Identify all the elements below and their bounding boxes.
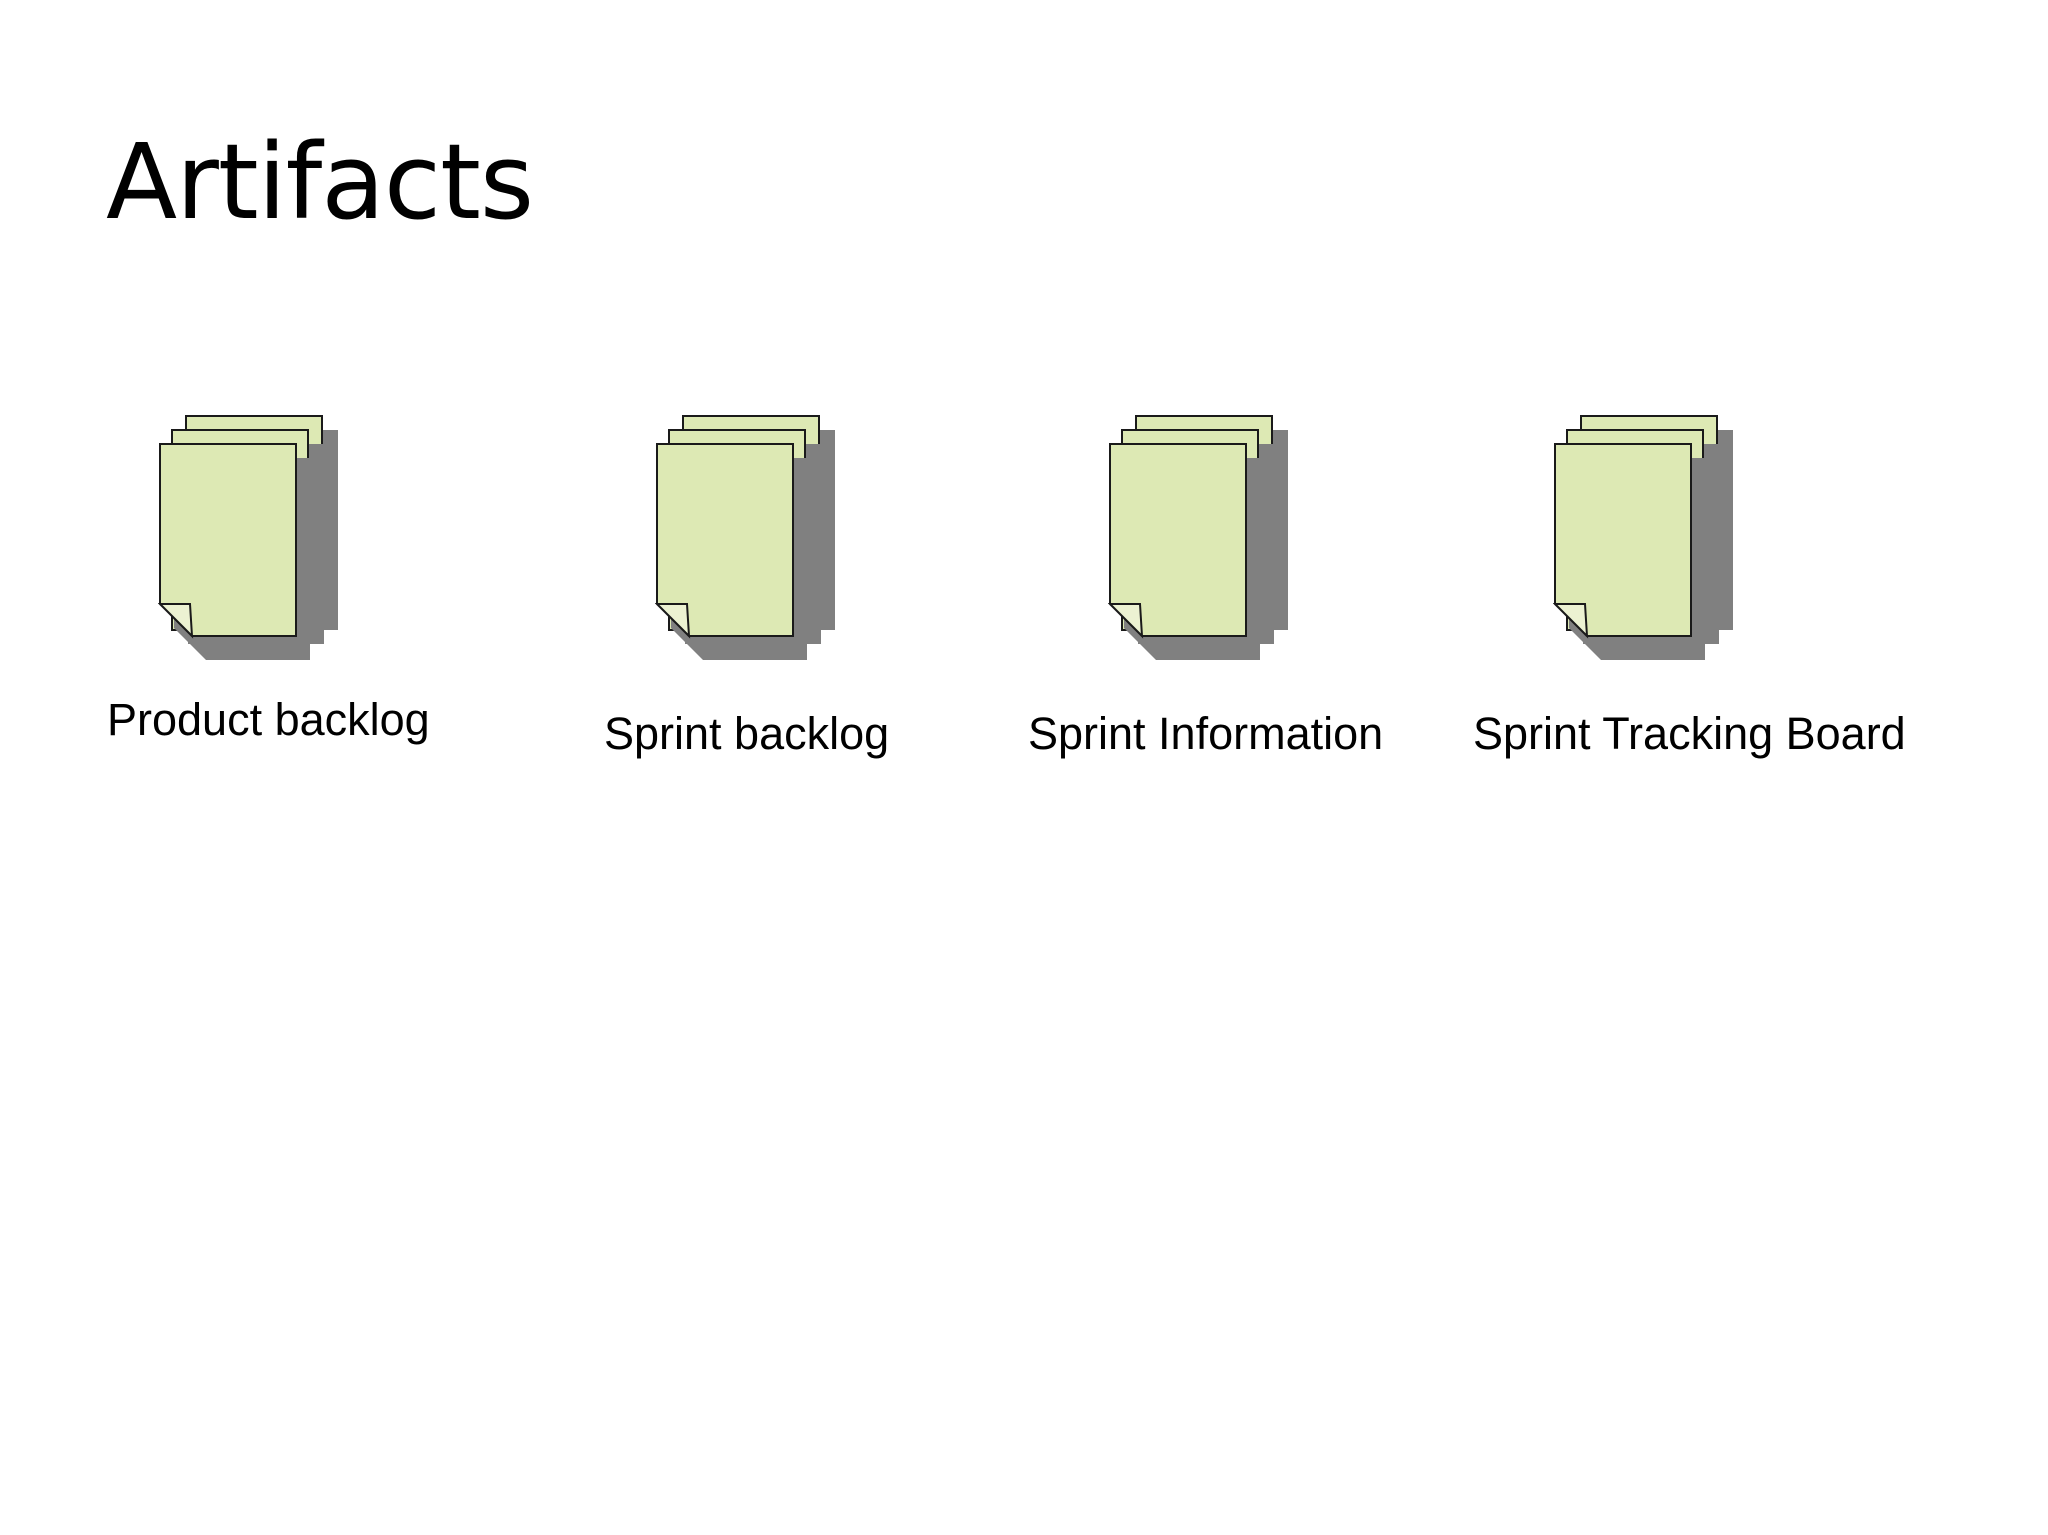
- artifact-label-product-backlog: Product backlog: [107, 694, 430, 745]
- document-stack-icon: [159, 415, 339, 661]
- artifact-label-sprint-information: Sprint Information: [1028, 708, 1384, 759]
- document-stack-icon: [1554, 415, 1734, 661]
- document-stack-icon: [1109, 415, 1289, 661]
- document-stack-icon: [656, 415, 836, 661]
- slide-title: Artifacts: [106, 121, 534, 243]
- artifact-label-sprint-backlog: Sprint backlog: [604, 708, 890, 759]
- artifact-label-sprint-tracking-board: Sprint Tracking Board: [1473, 708, 1906, 759]
